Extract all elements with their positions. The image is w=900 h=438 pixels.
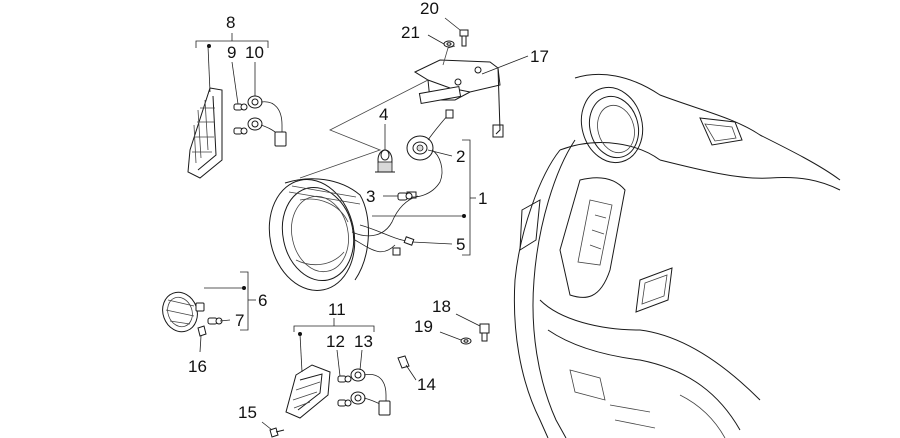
callout-17: 17 — [530, 47, 549, 66]
callout-14: 14 — [417, 375, 436, 394]
callout-10: 10 — [245, 43, 264, 62]
upper-turn-signal-sockets — [247, 95, 287, 147]
leader-lines — [195, 17, 529, 431]
body-washer — [460, 337, 472, 345]
callout-4: 4 — [379, 105, 388, 124]
bulb-socket — [404, 109, 454, 198]
callout-16: 16 — [188, 357, 207, 376]
callout-21: 21 — [401, 23, 420, 42]
callout-2: 2 — [456, 147, 465, 166]
callout-11: 11 — [328, 300, 346, 319]
callout-18: 18 — [432, 297, 451, 316]
lower-clip — [397, 355, 410, 369]
callout-labels: 8 9 10 20 21 17 4 2 3 1 5 6 7 16 11 12 1… — [188, 0, 549, 422]
headlight-bracket — [413, 45, 504, 138]
callout-8: 8 — [226, 13, 235, 32]
bracket-washer — [443, 40, 455, 48]
callout-7: 7 — [235, 311, 244, 330]
bracket-bolt — [459, 29, 469, 47]
headlight-bulb — [375, 149, 395, 173]
body-bolt — [479, 323, 490, 342]
callout-20: 20 — [420, 0, 439, 18]
upper-turn-signal — [187, 87, 223, 179]
lower-screw — [269, 427, 285, 438]
callout-13: 13 — [354, 332, 373, 351]
headlight-assembly — [268, 178, 419, 291]
callout-5: 5 — [456, 235, 465, 254]
lower-turn-signal-sockets — [350, 368, 391, 416]
upper-turn-signal-bulbs — [233, 103, 248, 135]
pilot-bulb — [397, 192, 413, 201]
callout-12: 12 — [326, 332, 345, 351]
callout-15: 15 — [238, 403, 257, 422]
side-marker-light — [162, 291, 205, 333]
lower-turn-signal-bulbs — [337, 375, 352, 407]
scooter-front-body — [513, 73, 841, 438]
callout-1: 1 — [478, 189, 487, 208]
callout-6: 6 — [258, 291, 267, 310]
callout-3: 3 — [366, 187, 375, 206]
callout-9: 9 — [227, 43, 236, 62]
lower-turn-signal — [285, 364, 331, 419]
side-marker-bulb — [207, 317, 223, 325]
side-marker-screw — [197, 325, 207, 337]
callout-19: 19 — [414, 317, 433, 336]
